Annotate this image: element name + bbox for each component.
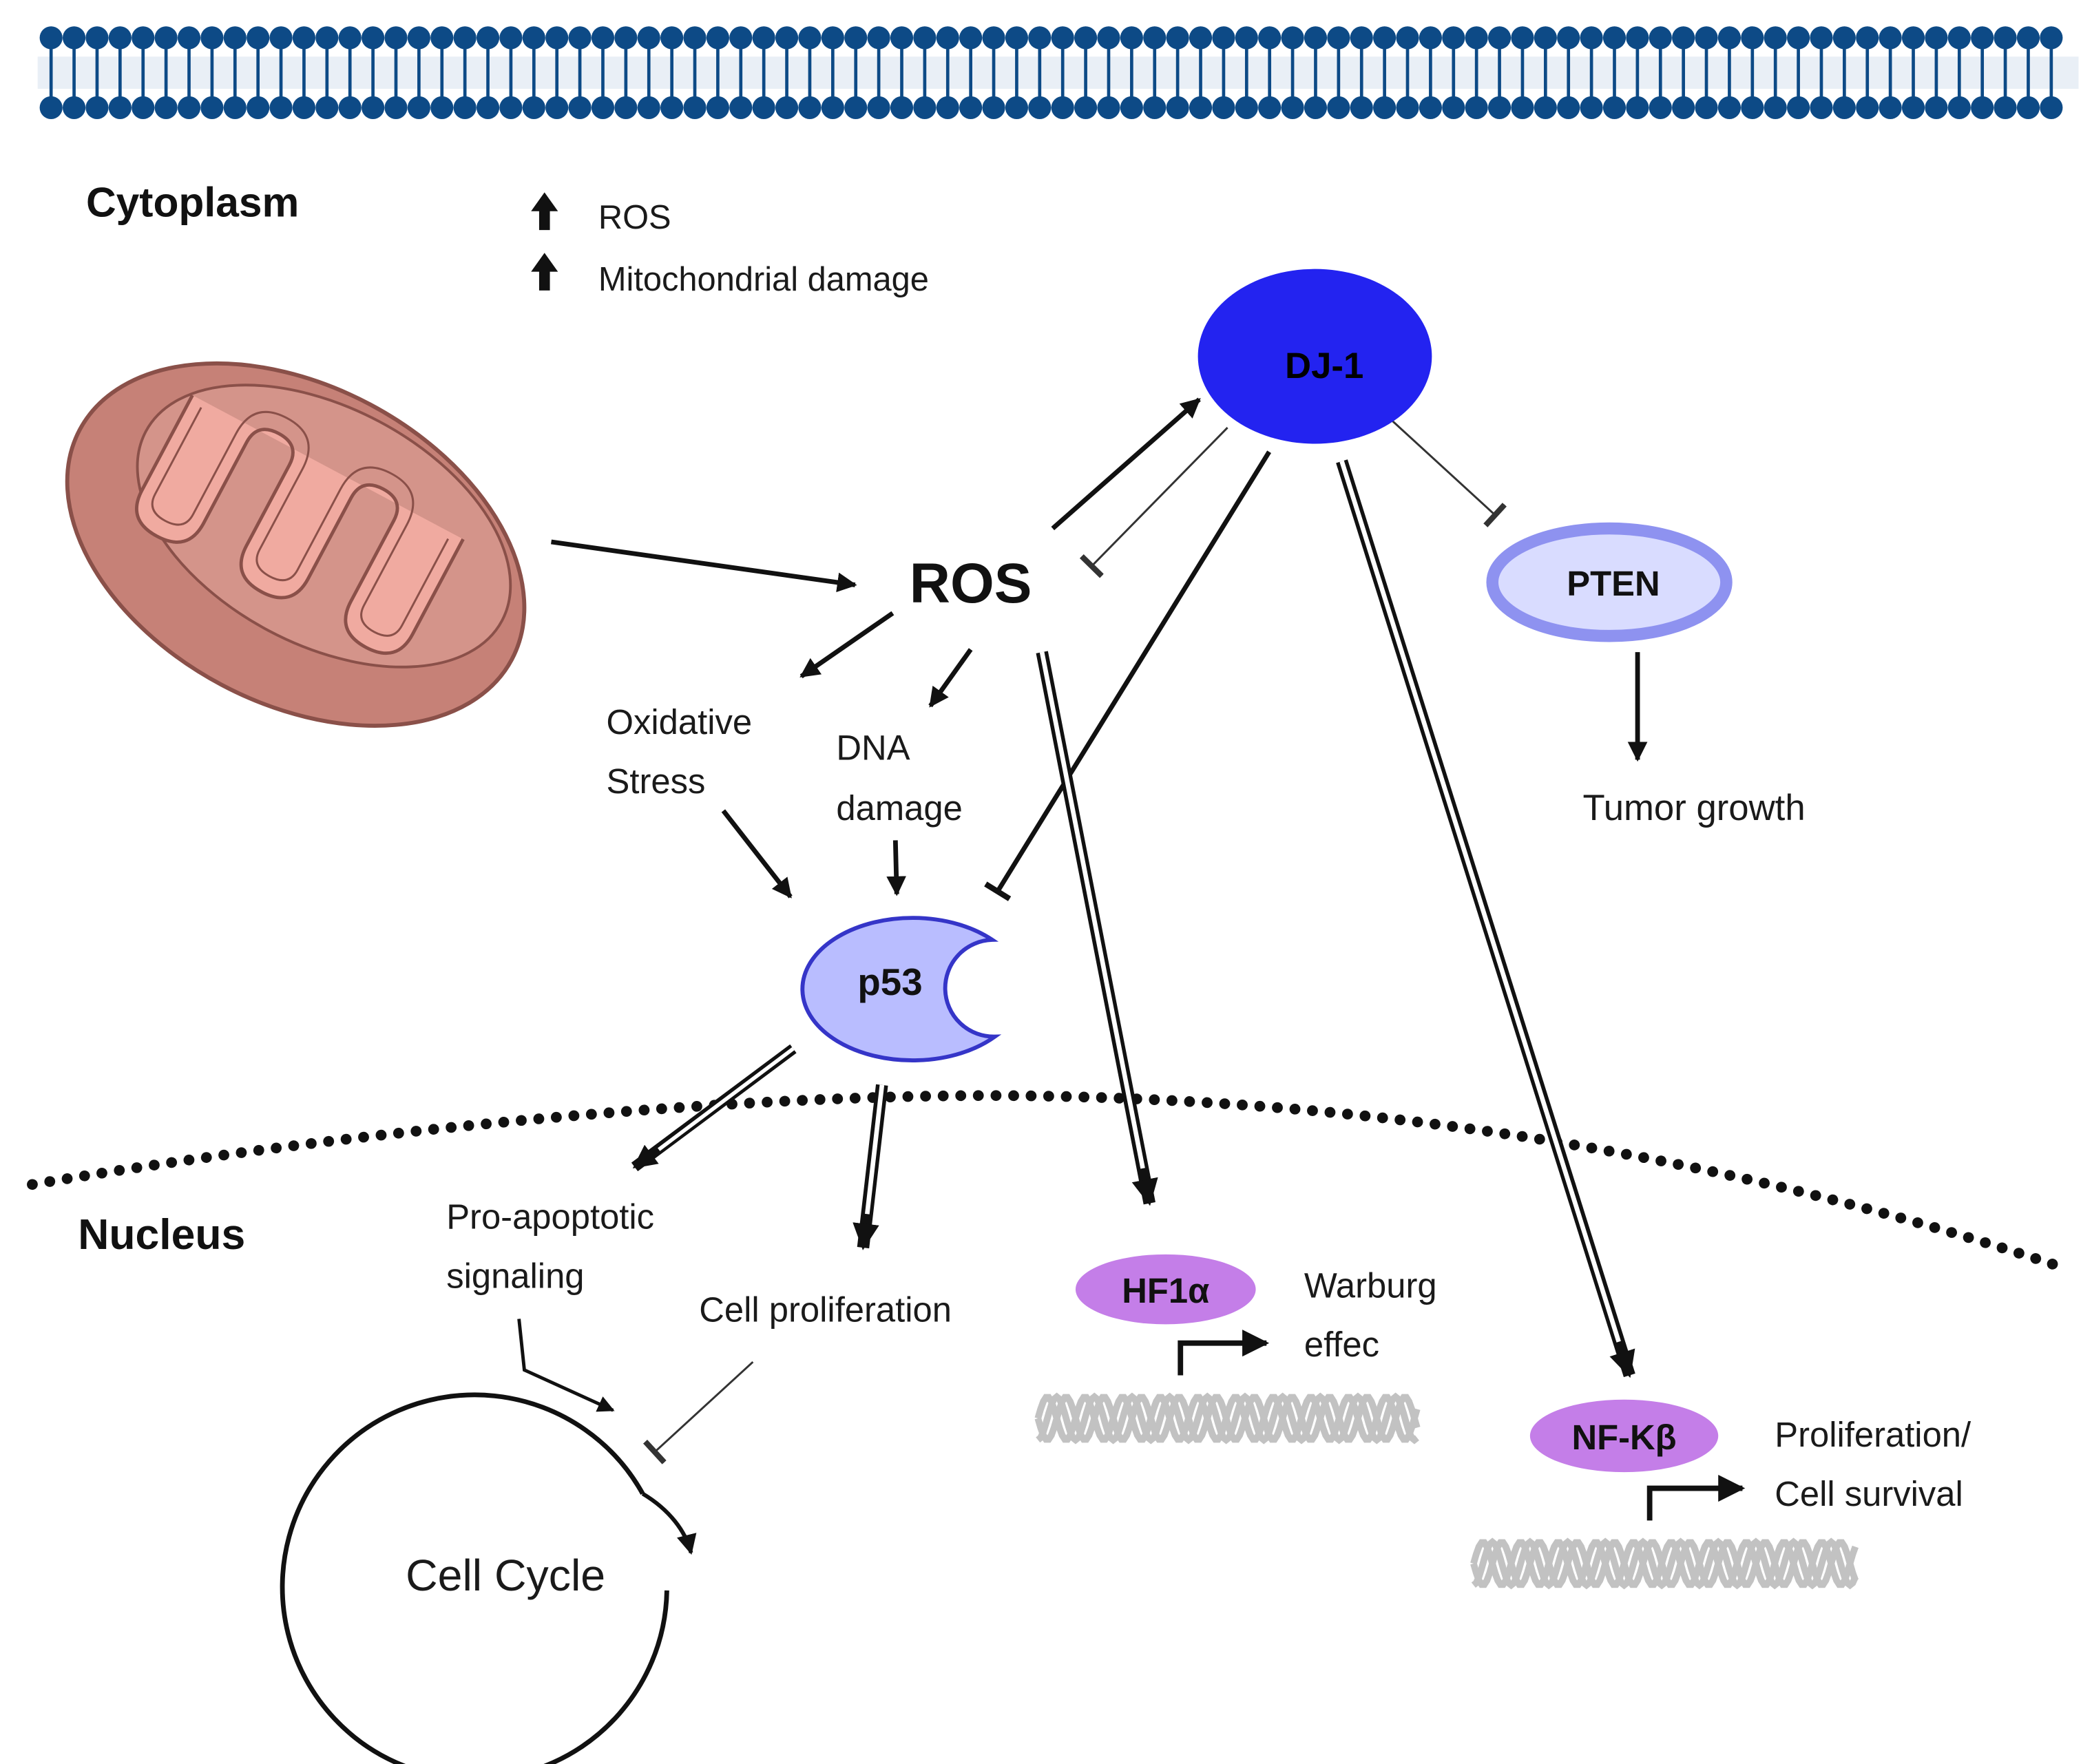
dna-helix — [1034, 1392, 1421, 1445]
cell-cycle-arrowhead — [641, 1491, 697, 1555]
ros-node-label: ROS — [910, 552, 1032, 615]
arrow-p53-to-pro-apoptotic-signaling — [631, 1044, 797, 1172]
oxidative-stress-label-line2: Stress — [607, 762, 706, 801]
mitochondrion — [65, 361, 527, 728]
warburg-label-line2: effec — [1304, 1325, 1379, 1364]
arrow-ros-to-dna-damage — [928, 648, 973, 708]
nuclear-envelope — [27, 1090, 2069, 1274]
dj1-node: DJ-1 — [1197, 269, 1432, 444]
cell-proliferation-label: Cell proliferation — [699, 1290, 952, 1329]
p53-label: p53 — [857, 961, 922, 1003]
pten-label: PTEN — [1567, 564, 1660, 603]
cell-cycle: Cell Cycle — [280, 1392, 697, 1764]
proliferation-label-line2: Cell survival — [1775, 1474, 1963, 1513]
arrow-dna-damage-to-p53 — [886, 840, 906, 896]
arrow-mitochondrion-to-ros — [551, 539, 857, 593]
transcription-arrow-nfkb — [1646, 1475, 1746, 1521]
pro-apoptotic-label-line1: Pro-apoptotic — [446, 1197, 654, 1237]
dna-damage-label-line2: damage — [836, 788, 962, 828]
arrow-ros-to-dj1 — [1051, 397, 1201, 531]
proliferation-label-line1: Proliferation/ — [1775, 1415, 1971, 1454]
transcription-arrow-hif1a — [1178, 1330, 1270, 1376]
cytoplasm-label: Cytoplasm — [86, 179, 299, 226]
pten-node: PTEN — [1486, 522, 1733, 642]
p53-node: p53 — [800, 916, 1002, 1063]
legend: ROS Mitochondrial damage — [531, 192, 929, 298]
dna-helix — [1470, 1537, 1859, 1590]
pro-apoptotic-label-line2: signaling — [446, 1257, 584, 1296]
nfkb-label: NF-Kβ — [1571, 1418, 1676, 1457]
nfkb-node: NF-Kβ — [1529, 1399, 1719, 1473]
inhibition-dj1-to-p53 — [984, 450, 1272, 901]
arrow-oxidative-stress-to-p53 — [721, 809, 793, 899]
legend-ros-label: ROS — [598, 199, 671, 236]
cell-membrane — [37, 26, 2079, 119]
legend-mitochondrial-damage-label: Mitochondrial damage — [598, 261, 929, 298]
dj1-label: DJ-1 — [1285, 346, 1363, 386]
warburg-label-line1: Warburg — [1304, 1266, 1437, 1305]
up-arrow-icon — [531, 192, 558, 231]
hif1a-node: HF1α — [1075, 1254, 1256, 1325]
nucleus-label: Nucleus — [78, 1210, 245, 1259]
inhibition-dj1-to-ros — [1079, 427, 1228, 578]
inhibition-cell-proliferation-to-cell-cycle — [642, 1361, 754, 1464]
dna-damage-label-line1: DNA — [836, 728, 910, 767]
arrow-ros-to-oxidative-stress — [799, 611, 895, 679]
hif1a-label: HF1α — [1122, 1271, 1209, 1310]
tumor-growth-label: Tumor growth — [1582, 788, 1805, 828]
arrow-ros-to-hif1a — [1036, 651, 1158, 1206]
arrow-p53-to-cell-proliferation — [853, 1084, 888, 1250]
inhibition-dj1-to-pten — [1381, 410, 1507, 527]
up-arrow-icon — [531, 253, 558, 291]
arrow-dj1-to-nfkb — [1336, 459, 1635, 1378]
oxidative-stress-label-line1: Oxidative — [607, 702, 753, 742]
arrow-pro-apoptotic-to-cell-cycle — [517, 1319, 615, 1412]
cell-cycle-label: Cell Cycle — [406, 1551, 605, 1600]
cell-cycle-circle — [280, 1392, 669, 1764]
